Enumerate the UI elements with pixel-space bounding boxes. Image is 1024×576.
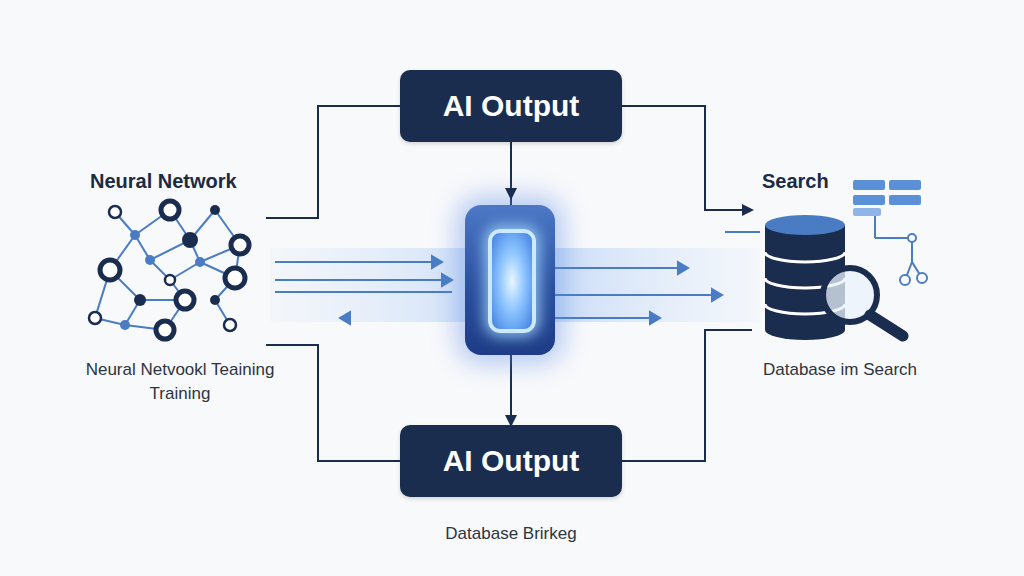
connector	[266, 106, 400, 218]
search-node: SearchDatabase im Search	[752, 170, 952, 410]
processor-core	[488, 229, 536, 333]
node-caption: Neural Netvookl Teaining Training	[60, 358, 300, 406]
output-box: AI Output	[400, 425, 622, 497]
connector	[622, 106, 752, 210]
box-label: AI Output	[443, 444, 580, 478]
node-title: Search	[762, 170, 829, 193]
processor-glow	[465, 205, 555, 355]
output-box: AI Output	[400, 70, 622, 142]
connector	[266, 345, 400, 461]
connector	[622, 330, 752, 461]
box-label: AI Output	[443, 89, 580, 123]
database-icon	[765, 180, 927, 340]
note-label: Database Brirkeg	[445, 524, 576, 544]
network-node: Neural NetworkNeural Netvookl Teaining T…	[90, 170, 266, 410]
neural-network-icon	[89, 201, 249, 339]
arrowhead	[505, 188, 517, 200]
node-caption: Database im Search	[740, 358, 940, 382]
node-title: Neural Network	[90, 170, 237, 193]
